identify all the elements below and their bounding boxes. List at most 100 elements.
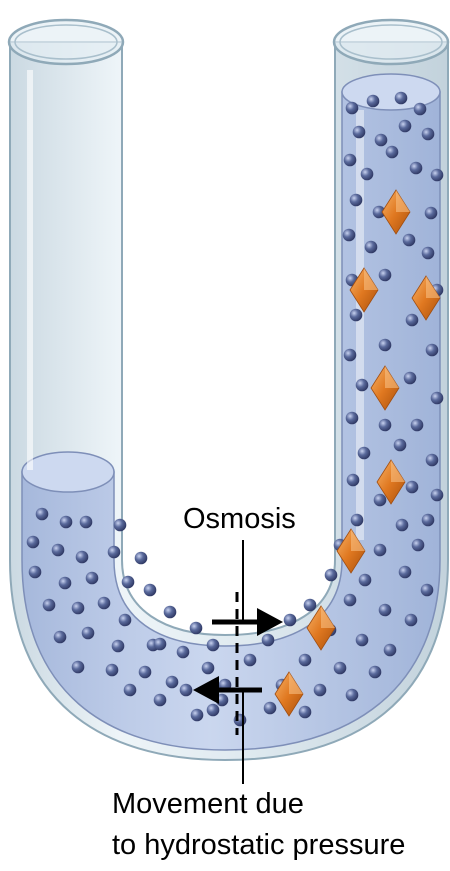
water-molecule-icon: [344, 594, 357, 607]
water-molecule-icon: [344, 154, 357, 167]
water-molecule-icon: [76, 551, 89, 564]
water-molecule-icon: [399, 566, 412, 579]
water-molecule-icon: [359, 574, 372, 587]
water-molecule-icon: [135, 552, 148, 565]
water-molecule-icon: [119, 614, 132, 627]
water-molecule-icon: [361, 168, 374, 181]
water-molecule-icon: [72, 661, 85, 674]
water-molecule-icon: [425, 207, 438, 220]
water-molecule-icon: [422, 247, 435, 260]
water-molecule-icon: [304, 599, 317, 612]
water-molecule-icon: [346, 102, 359, 115]
water-molecule-icon: [374, 544, 387, 557]
water-molecule-icon: [139, 666, 152, 679]
water-molecule-icon: [52, 544, 65, 557]
water-molecule-icon: [379, 604, 392, 617]
water-molecule-icon: [299, 706, 312, 719]
water-molecule-icon: [60, 516, 73, 529]
water-molecule-icon: [264, 702, 277, 715]
hydrostatic-label-line-2: to hydrostatic pressure: [112, 829, 405, 862]
water-molecule-icon: [154, 638, 167, 651]
water-molecule-icon: [375, 134, 388, 147]
water-molecule-icon: [325, 569, 338, 582]
water-molecule-icon: [384, 644, 397, 657]
water-molecule-icon: [124, 684, 137, 697]
water-molecule-icon: [350, 309, 363, 322]
water-molecule-icon: [367, 95, 380, 108]
water-molecule-icon: [396, 519, 409, 532]
water-molecule-icon: [108, 546, 121, 559]
water-molecule-icon: [431, 489, 444, 502]
water-molecule-icon: [314, 684, 327, 697]
water-molecule-icon: [334, 662, 347, 675]
osmosis-label: Osmosis: [183, 503, 296, 536]
water-molecule-icon: [405, 614, 418, 627]
water-molecule-icon: [365, 241, 378, 254]
water-molecule-icon: [164, 606, 177, 619]
water-molecule-icon: [112, 640, 125, 653]
water-molecule-icon: [406, 314, 419, 327]
water-molecule-icon: [346, 412, 359, 425]
water-molecule-icon: [356, 379, 369, 392]
water-molecule-icon: [207, 704, 220, 717]
water-molecule-icon: [395, 92, 408, 105]
water-molecule-icon: [347, 474, 360, 487]
water-molecule-icon: [358, 447, 371, 460]
water-molecule-icon: [244, 654, 257, 667]
water-molecule-icon: [80, 516, 93, 529]
water-molecule-icon: [414, 103, 427, 116]
water-molecule-icon: [82, 627, 95, 640]
water-molecule-icon: [394, 439, 407, 452]
water-molecule-icon: [351, 514, 364, 527]
water-molecule-icon: [284, 614, 297, 627]
water-molecule-icon: [98, 597, 111, 610]
water-molecule-icon: [369, 666, 382, 679]
water-molecule-icon: [426, 454, 439, 467]
water-molecule-icon: [379, 419, 392, 432]
water-molecule-icon: [54, 631, 67, 644]
water-molecule-icon: [344, 349, 357, 362]
water-molecule-icon: [207, 639, 220, 652]
water-molecule-icon: [422, 128, 435, 141]
water-molecule-icon: [379, 339, 392, 352]
water-molecule-icon: [180, 684, 193, 697]
water-molecule-icon: [43, 599, 56, 612]
water-molecule-icon: [166, 676, 179, 689]
water-molecule-icon: [190, 622, 203, 635]
water-molecule-icon: [154, 694, 167, 707]
water-molecule-icon: [406, 481, 419, 494]
water-molecule-icon: [86, 572, 99, 585]
water-molecule-icon: [202, 662, 215, 675]
water-molecule-icon: [59, 577, 72, 590]
water-molecule-icon: [404, 372, 417, 385]
water-molecule-icon: [106, 664, 119, 677]
water-molecule-icon: [72, 602, 85, 615]
water-molecule-icon: [431, 392, 444, 405]
water-molecule-icon: [29, 566, 42, 579]
water-molecule-icon: [386, 146, 399, 159]
water-molecule-icon: [27, 536, 40, 549]
water-molecule-icon: [346, 689, 359, 702]
water-molecule-icon: [379, 269, 392, 282]
water-molecule-icon: [422, 514, 435, 527]
water-molecule-icon: [353, 126, 366, 139]
left-fluid-surface: [22, 452, 114, 492]
water-molecule-icon: [431, 169, 444, 182]
water-molecule-icon: [122, 576, 135, 589]
right-tube-rim: [334, 20, 448, 64]
water-molecule-icon: [410, 162, 423, 175]
water-molecule-icon: [36, 508, 49, 521]
water-molecule-icon: [421, 584, 434, 597]
water-molecule-icon: [403, 234, 416, 247]
water-molecule-icon: [374, 494, 387, 507]
water-molecule-icon: [412, 539, 425, 552]
left-tube-rim: [9, 20, 123, 64]
water-molecule-icon: [350, 194, 363, 207]
water-molecule-icon: [262, 634, 275, 647]
hydrostatic-label-line-1: Movement due: [112, 788, 304, 821]
water-molecule-icon: [114, 519, 127, 532]
water-molecule-icon: [177, 646, 190, 659]
water-molecule-icon: [191, 709, 204, 722]
water-molecule-icon: [356, 634, 369, 647]
